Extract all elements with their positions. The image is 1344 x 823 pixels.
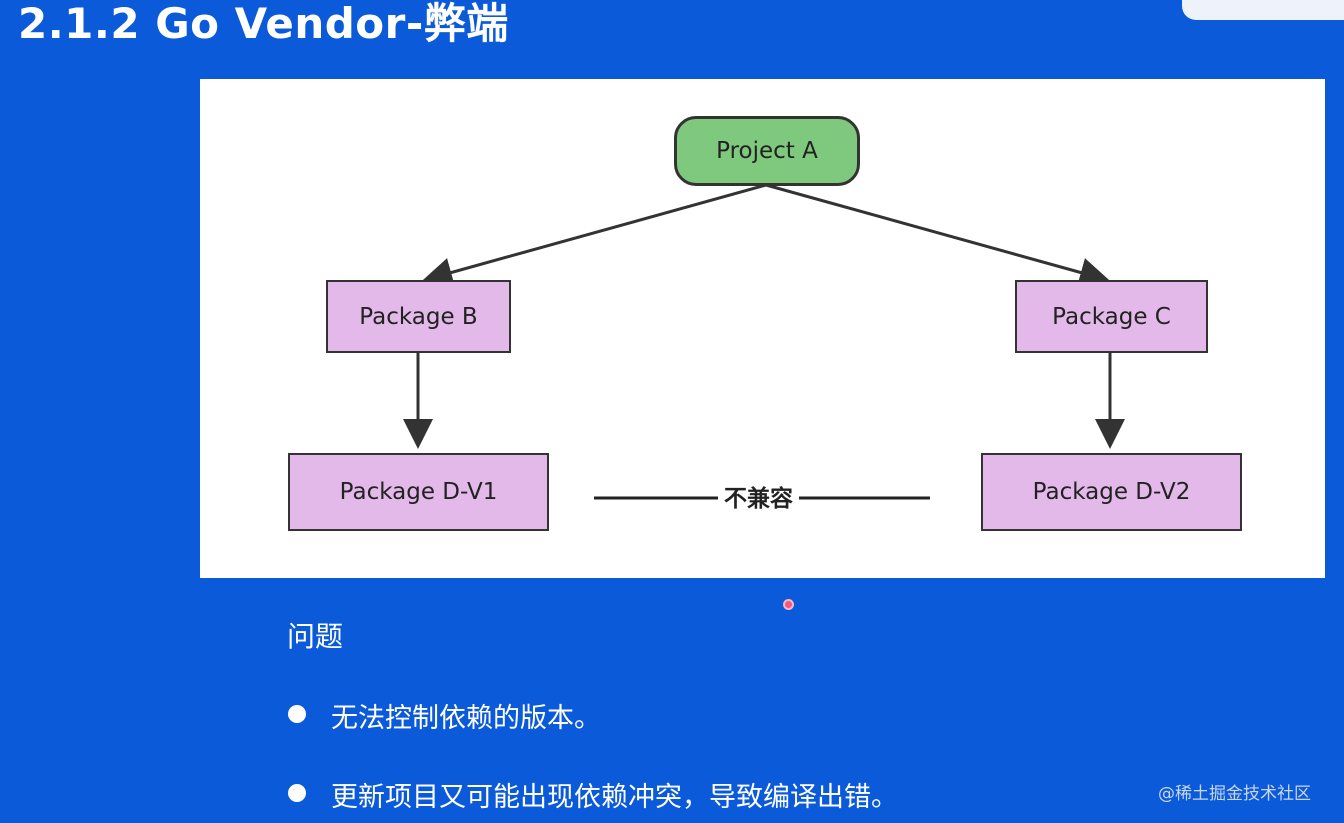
slide-title: 2.1.2 Go Vendor-弊端 — [18, 0, 509, 48]
edge-a-to-b — [422, 183, 767, 288]
diagram-panel: Project A Package B Package C Package D-… — [200, 79, 1325, 578]
node-package-d-v1: Package D-V1 — [288, 453, 549, 531]
edge-a-to-c — [765, 183, 1110, 288]
bullet-icon — [288, 784, 306, 802]
problems-heading: 问题 — [287, 620, 344, 653]
watermark: @稀土掘金技术社区 — [1158, 784, 1311, 804]
problem-item-2: 更新项目又可能出现依赖冲突，导致编译出错。 — [331, 782, 898, 813]
node-package-d-v2: Package D-V2 — [981, 453, 1242, 531]
laser-pointer-dot — [783, 599, 794, 610]
node-project-a: Project A — [674, 116, 860, 186]
bullet-icon — [288, 705, 306, 723]
node-package-c: Package C — [1015, 280, 1208, 353]
corner-tab — [1182, 0, 1344, 20]
conflict-label: 不兼容 — [718, 484, 799, 514]
problem-item-1: 无法控制依赖的版本。 — [331, 703, 601, 734]
node-package-b: Package B — [326, 280, 511, 353]
